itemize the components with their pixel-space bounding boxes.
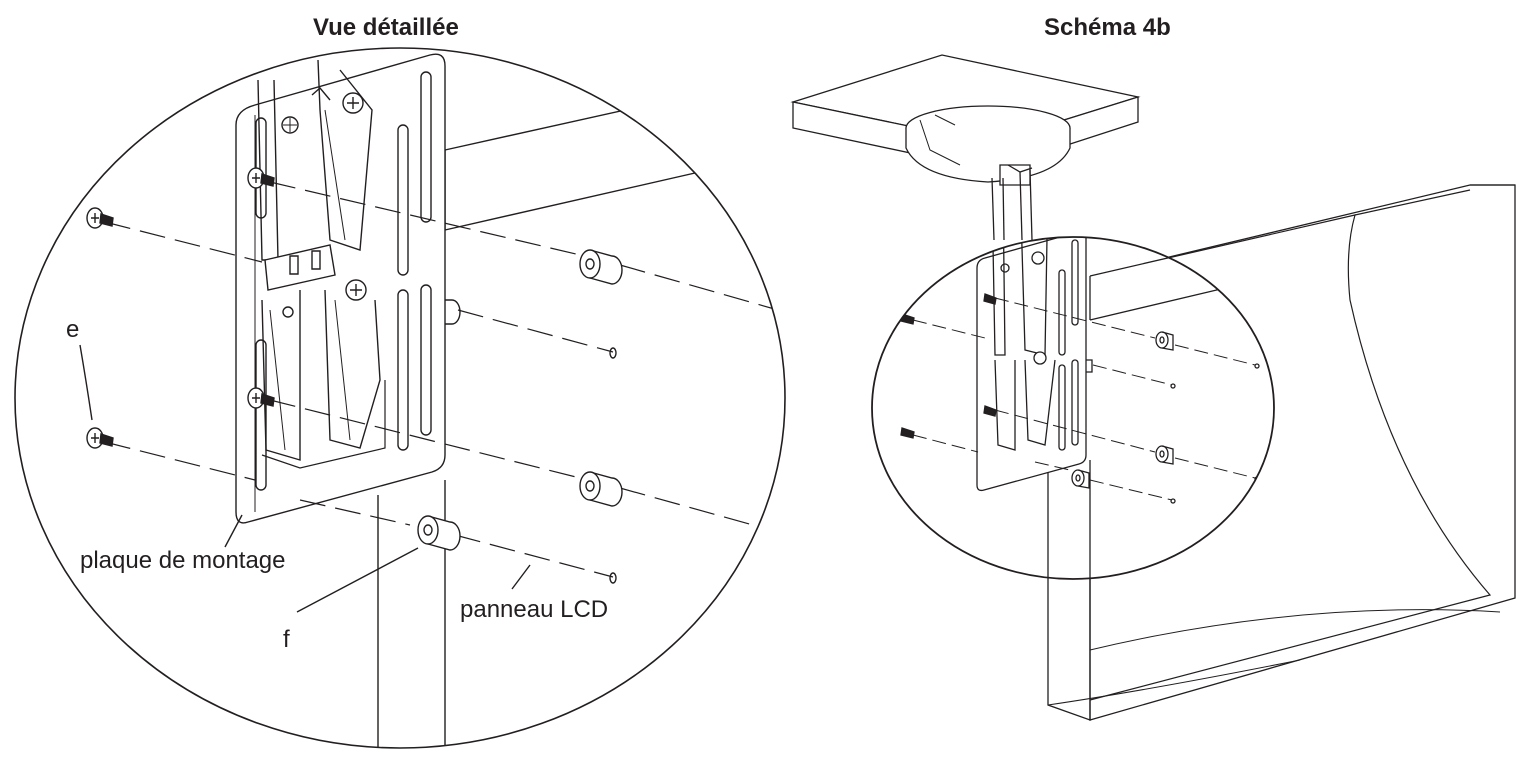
screw-label-e: e (66, 316, 80, 343)
leader-lcd (512, 565, 530, 589)
spacer-label-f: f (283, 626, 290, 653)
bracket-screws-detail (343, 93, 366, 300)
leader-lines (80, 345, 530, 612)
screws-overview (901, 294, 996, 438)
screw-axes-overview (913, 298, 1255, 500)
detail-view (15, 48, 785, 757)
ceiling-mount (906, 106, 1070, 185)
lcd-panel-label: panneau LCD (460, 596, 609, 623)
spacers-overview (1072, 332, 1173, 488)
lcd-holes-detail (610, 305, 781, 583)
leader-f (297, 548, 418, 612)
diagram-4b-title: Schéma 4b (1044, 14, 1171, 41)
detail-view-title: Vue détaillée (313, 14, 459, 41)
mounting-plate-overview (977, 237, 1086, 490)
mounting-plate-label: plaque de montage (80, 547, 286, 574)
screw-axes-detail (105, 182, 778, 577)
overview-detail-circle (872, 237, 1274, 579)
leader-e-top (80, 345, 92, 420)
overview-diagram (793, 55, 1515, 720)
spacers-f-detail (418, 250, 622, 550)
detail-view-outline (15, 48, 785, 748)
screws-e-detail (87, 168, 274, 448)
bracket-arms-detail (258, 60, 385, 468)
leader-plate (225, 515, 242, 547)
bracket-stem-overview (992, 165, 1032, 240)
